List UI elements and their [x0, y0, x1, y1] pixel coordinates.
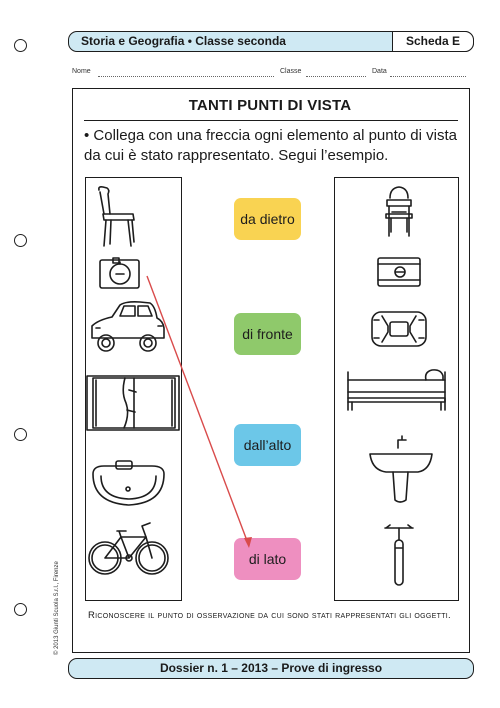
copyright-credit: © 2013 Giunti Scuola S.r.l., Firenze	[54, 561, 60, 655]
nome-line[interactable]	[98, 76, 274, 77]
classe-label: Classe	[280, 68, 302, 75]
sharpener-top-icon[interactable]	[100, 258, 139, 288]
bed-side-icon[interactable]	[348, 370, 445, 410]
sink-top-icon[interactable]	[93, 461, 164, 505]
label-di-lato[interactable]: di lato	[234, 538, 301, 580]
binder-hole	[14, 234, 27, 247]
nome-label: Nome	[72, 68, 91, 75]
binder-hole	[14, 39, 27, 52]
title-divider	[84, 120, 458, 121]
exercise-title: TANTI PUNTI DI VISTA	[188, 97, 352, 114]
label-di-fronte[interactable]: di fronte	[234, 313, 301, 355]
car-side-icon[interactable]	[92, 302, 164, 351]
footer-band: Dossier n. 1 – 2013 – Prove di ingresso	[68, 658, 474, 679]
subject-label: Storia e Geografia • Classe seconda	[81, 34, 286, 48]
binder-hole	[14, 428, 27, 441]
bicycle-front-icon[interactable]	[385, 525, 413, 585]
data-label: Data	[372, 68, 387, 75]
learning-objective-text: Riconoscere il punto di osservazione da …	[88, 610, 451, 621]
bed-top-icon[interactable]	[87, 376, 179, 430]
label-da-dietro[interactable]: da dietro	[234, 198, 301, 240]
instruction-text: • Collega con una freccia ogni elemento …	[84, 127, 457, 164]
sharpener-side-icon[interactable]	[378, 258, 420, 286]
bicycle-side-icon[interactable]	[89, 523, 168, 574]
binder-hole	[14, 603, 27, 616]
right-objects-panel	[334, 177, 459, 601]
classe-line[interactable]	[306, 76, 366, 77]
sink-front-icon[interactable]	[370, 436, 432, 502]
label-dall-alto[interactable]: dall’alto	[234, 424, 301, 466]
header-band: Storia e Geografia • Classe seconda Sche…	[68, 31, 474, 52]
sheet-tab: Scheda E	[392, 31, 474, 52]
car-top-icon[interactable]	[372, 312, 426, 346]
data-line[interactable]	[390, 76, 466, 77]
chair-back-icon[interactable]	[386, 187, 412, 236]
example-arrow	[147, 276, 252, 548]
student-fields: Nome Classe Data	[72, 68, 468, 80]
chair-side-icon[interactable]	[99, 187, 134, 246]
